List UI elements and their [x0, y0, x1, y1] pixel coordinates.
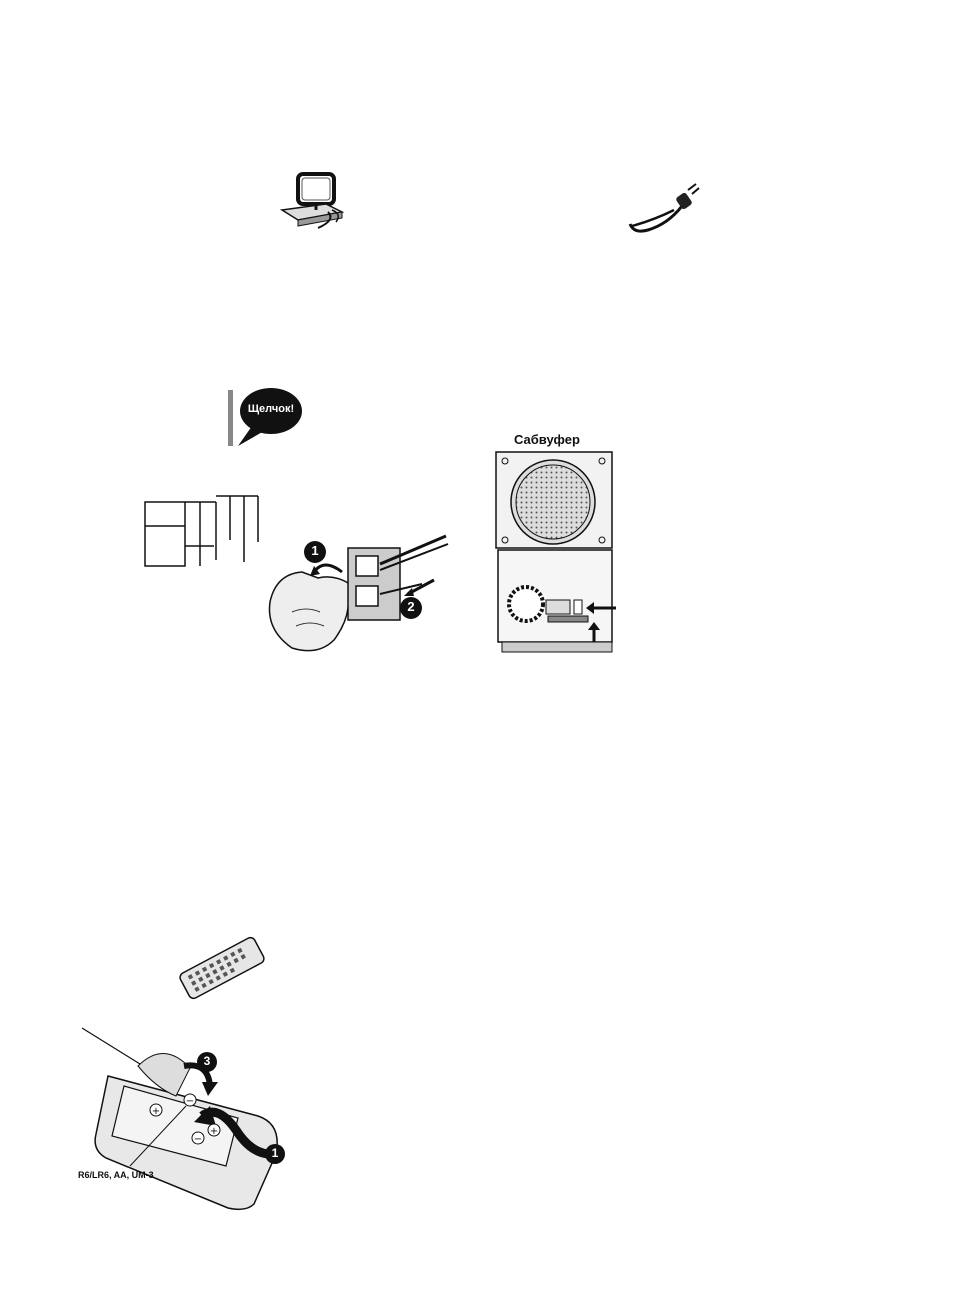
loop-antenna-figure	[276, 172, 354, 236]
svg-text:+: +	[210, 1126, 218, 1137]
subwoofer-drawing	[494, 450, 634, 656]
click-bubble-shape	[226, 384, 306, 450]
connection-lines-figure	[144, 494, 266, 568]
battery-step-1-marker: 1	[265, 1146, 285, 1160]
svg-text:−: −	[194, 1134, 202, 1145]
battery-installation-figure: + − − + 3 1 R6/LR6, AA, UM-3	[78, 1026, 292, 1212]
remote-control-figure	[178, 932, 266, 1004]
remote-control-icon	[178, 932, 266, 1004]
terminal-step-1-marker: 1	[304, 543, 326, 558]
loop-antenna-icon	[276, 172, 354, 236]
speaker-terminal-drawing	[262, 532, 452, 660]
battery-installation-drawing: + − − +	[78, 1026, 292, 1212]
connection-lines-shape	[144, 494, 266, 568]
svg-text:−: −	[186, 1096, 194, 1107]
terminal-step-2-marker: 2	[400, 599, 422, 614]
subwoofer-label: Сабвуфер	[514, 432, 580, 447]
battery-step-3-marker: 3	[197, 1054, 217, 1068]
power-cord-icon	[624, 180, 700, 238]
svg-text:+: +	[152, 1106, 160, 1117]
battery-type-label: R6/LR6, AA, UM-3	[78, 1170, 154, 1180]
click-speech-bubble-text: Щелчок!	[240, 403, 302, 415]
speaker-terminal-figure: 1 2	[262, 532, 452, 660]
subwoofer-figure	[494, 450, 634, 656]
power-cord-figure	[624, 180, 700, 238]
click-figure: Щелчок!	[226, 384, 306, 450]
